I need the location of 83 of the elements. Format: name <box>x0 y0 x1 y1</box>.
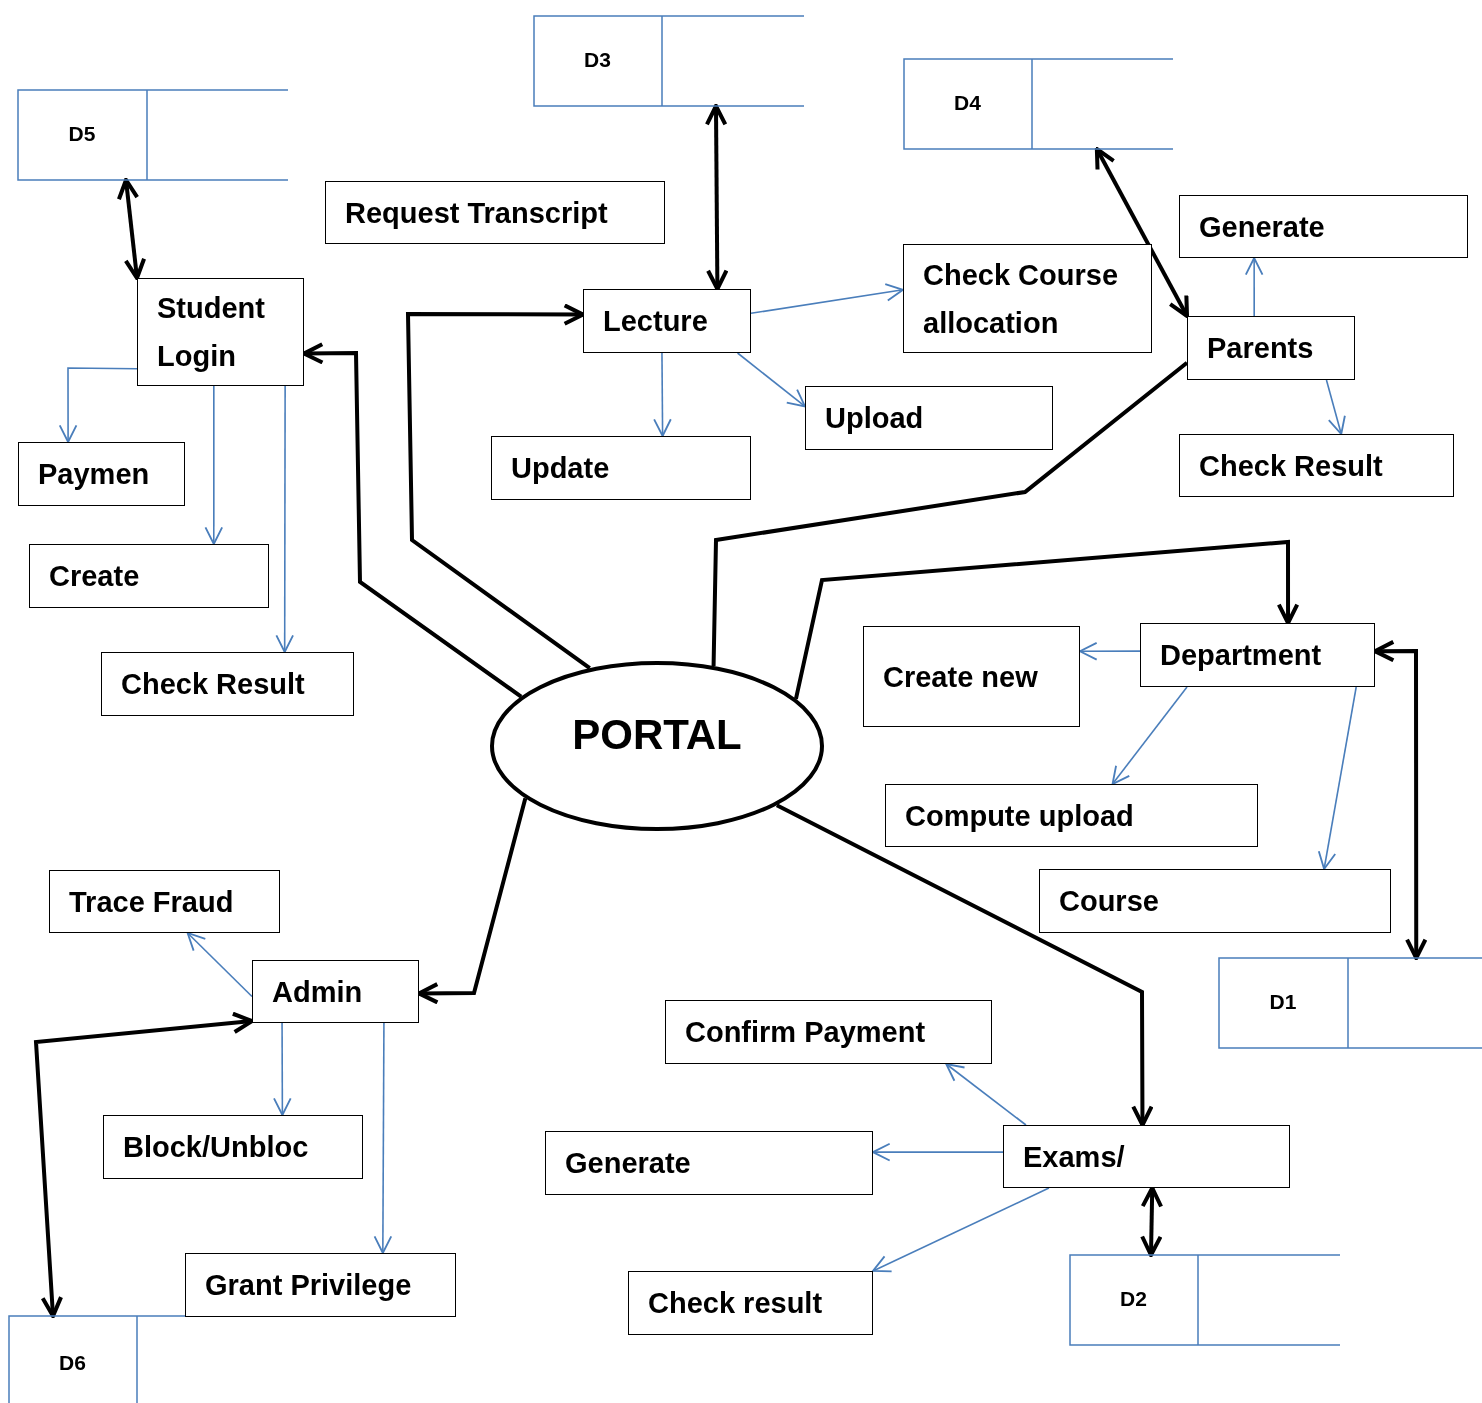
process-box <box>628 1271 873 1335</box>
arrow <box>704 104 729 291</box>
node-label: Check Course allocation <box>923 257 1119 341</box>
arrow <box>736 352 806 408</box>
node-label: Create <box>49 559 140 594</box>
arrow <box>405 303 591 670</box>
process-box <box>103 1115 363 1179</box>
node-label: Check result <box>648 1286 823 1321</box>
arrow <box>750 283 904 315</box>
process-box <box>1003 1125 1290 1188</box>
process-box <box>18 442 185 506</box>
arrow <box>186 932 253 998</box>
store-label: D4 <box>954 91 981 115</box>
process-box <box>49 870 280 933</box>
arrow <box>653 352 672 437</box>
arrow <box>1079 642 1141 661</box>
node-label: Lecture <box>603 304 708 339</box>
node-label: Grant Privilege <box>205 1268 412 1303</box>
arrow <box>373 1022 393 1254</box>
arrow <box>116 178 147 280</box>
node-label: Student Login <box>157 291 266 374</box>
node-label: Parents <box>1207 331 1314 366</box>
arrow <box>1094 147 1189 318</box>
node-label: Compute upload <box>905 798 1134 834</box>
process-box <box>325 181 665 244</box>
arrow <box>204 385 224 545</box>
store-label: D2 <box>1120 1287 1147 1311</box>
node-label: Trace Fraud <box>69 884 234 920</box>
store-label: D3 <box>584 48 611 72</box>
arrow <box>1140 1186 1164 1257</box>
arrow <box>275 385 294 653</box>
process-box <box>1179 434 1454 497</box>
process-box <box>491 436 751 500</box>
node-label: Generate <box>1199 209 1325 245</box>
process-box <box>1179 195 1468 258</box>
arrow <box>1317 686 1357 870</box>
node-label: Department <box>1160 638 1322 673</box>
store-label: D5 <box>68 122 96 146</box>
arrow <box>872 1142 1004 1162</box>
store-label: D1 <box>1269 990 1297 1014</box>
arrow <box>1373 639 1428 960</box>
store-label: D6 <box>59 1350 86 1375</box>
arrow <box>1244 257 1264 317</box>
node-label: Check Result <box>121 667 305 702</box>
process-box <box>665 1000 992 1064</box>
node-label: Block/Unbloc <box>123 1130 309 1165</box>
node-label: Exams/ <box>1023 1139 1125 1175</box>
arrow <box>58 367 138 443</box>
arrow <box>33 1011 254 1318</box>
process-box <box>1039 869 1391 933</box>
arrow <box>1325 379 1346 435</box>
node-label: Request Transcript <box>345 195 608 231</box>
arrow <box>302 342 523 699</box>
arrow <box>945 1063 1027 1126</box>
process-box <box>1140 623 1375 687</box>
node-label: PORTAL <box>571 711 743 759</box>
node-label: Update <box>511 451 610 486</box>
node-label: Check Result <box>1199 448 1383 484</box>
process-box <box>101 652 354 716</box>
process-box <box>545 1131 873 1195</box>
node-label: Paymen <box>38 457 150 492</box>
node-label: Course <box>1059 884 1159 919</box>
node-label: Upload <box>825 401 924 436</box>
arrow <box>775 803 1154 1127</box>
process-box <box>805 386 1053 450</box>
process-box <box>903 244 1152 353</box>
process-box <box>885 784 1258 847</box>
process-box <box>1187 316 1355 380</box>
process-box <box>583 289 751 353</box>
process-box <box>252 960 419 1023</box>
node-label: Confirm Payment <box>685 1015 926 1050</box>
arrow <box>872 1187 1050 1273</box>
process-box <box>137 278 304 386</box>
arrow <box>1111 686 1188 785</box>
node-label: Admin <box>272 974 363 1010</box>
node-label: Generate <box>565 1146 691 1181</box>
process-box <box>863 626 1080 727</box>
process-box <box>185 1253 456 1317</box>
node-label: Create new <box>883 659 1038 695</box>
process-box <box>29 544 269 608</box>
arrow <box>273 1022 292 1116</box>
arrow <box>417 797 528 1005</box>
arrow <box>794 539 1300 700</box>
